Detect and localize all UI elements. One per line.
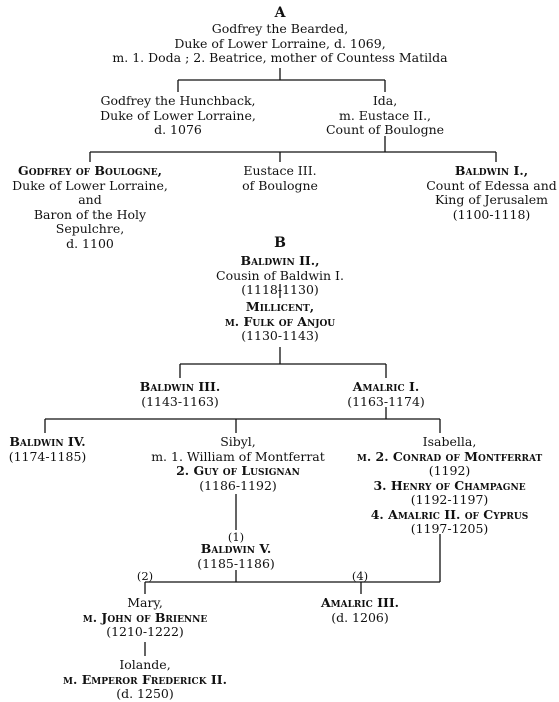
- person-millicent: Millicent, m. Fulk of Anjou (1130-1143): [224, 299, 336, 343]
- person-baldwin-v: Baldwin V. (1185-1186): [197, 541, 275, 571]
- person-baldwin-i: Baldwin I., Count of Edessa and King of …: [426, 163, 557, 222]
- person-baldwin-ii: Baldwin II., Cousin of Baldwin I. (1118-…: [216, 253, 344, 297]
- person-godfrey-of-boulogne: Godfrey of Boulogne, Duke of Lower Lorra…: [12, 163, 168, 251]
- marriage-marker-4: (4): [351, 569, 369, 583]
- person-amalric-i: Amalric I. (1163-1174): [347, 379, 425, 409]
- person-godfrey-the-hunchback: Godfrey the Hunchback, Duke of Lower Lor…: [100, 93, 256, 137]
- person-isabella: Isabella, m. 2. Conrad of Montferrat (11…: [356, 434, 543, 536]
- person-mary: Mary, m. John of Brienne (1210-1222): [82, 595, 208, 639]
- person-sibyl: Sibyl, m. 1. William of Montferrat 2. Gu…: [151, 434, 325, 493]
- person-godfrey-the-bearded: Godfrey the Bearded, Duke of Lower Lorra…: [112, 21, 448, 65]
- marriage-marker-1: (1): [227, 530, 245, 544]
- person-baldwin-iv: Baldwin IV. (1174-1185): [8, 434, 87, 464]
- marriage-marker-2: (2): [136, 569, 154, 583]
- table-b-heading: B: [274, 235, 286, 251]
- person-eustace-iii: Eustace III. of Boulogne: [242, 163, 318, 193]
- person-ida: Ida, m. Eustace II., Count of Boulogne: [325, 93, 445, 137]
- person-amalric-iii: Amalric III. (d. 1206): [320, 595, 400, 625]
- person-baldwin-iii: Baldwin III. (1143-1163): [139, 379, 221, 409]
- person-iolande: Iolande, m. Emperor Frederick II. (d. 12…: [63, 657, 227, 701]
- table-a-heading: A: [274, 5, 286, 21]
